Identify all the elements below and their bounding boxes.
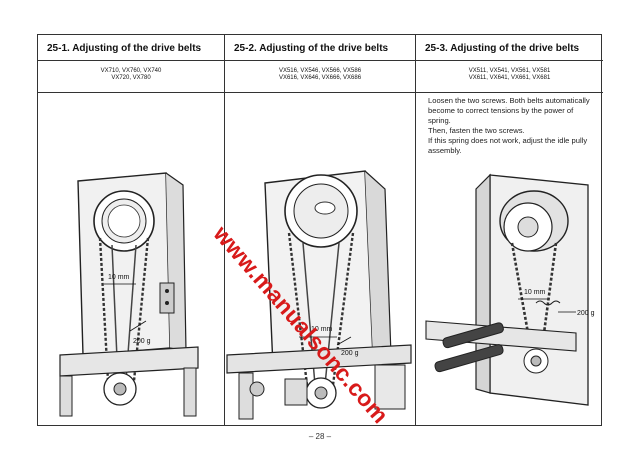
instruction-step: Loosen the two screws. Both belts automa… bbox=[428, 96, 590, 125]
page-number: – 28 – bbox=[308, 432, 332, 441]
figure-area: 10 mm 200 g bbox=[225, 93, 415, 425]
figure-area: Loosen the two screws. Both belts automa… bbox=[416, 93, 603, 425]
section-title: 25-2. Adjusting of the drive belts bbox=[225, 35, 415, 61]
instruction-step: If this spring does not work, adjust the… bbox=[428, 136, 588, 155]
model-line: VX710, VX760, VX740 bbox=[100, 68, 162, 74]
section-title: 25-1. Adjusting of the drive belts bbox=[38, 35, 224, 61]
model-line: VX516, VX546, VX566, VX586 bbox=[278, 68, 362, 74]
section-25-1: 25-1. Adjusting of the drive belts VX710… bbox=[38, 35, 225, 425]
machine-drawing-1: 10 mm 200 g bbox=[59, 172, 199, 417]
machine-drawing-3: 10 mm 200 g bbox=[425, 173, 595, 406]
model-list: VX511, VX541, VX561, VX581 VX611, VX641,… bbox=[416, 61, 603, 93]
model-line: VX720, VX780 bbox=[111, 75, 151, 81]
instruction-step: Then, fasten the two screws. bbox=[428, 126, 525, 135]
machine-drawing-2: 10 mm 200 g bbox=[226, 170, 412, 420]
model-line: VX611, VX641, VX661, VX681 bbox=[468, 75, 551, 81]
model-list: VX516, VX546, VX566, VX586 VX616, VX646,… bbox=[225, 61, 415, 93]
tension-label: 200 g bbox=[341, 350, 359, 357]
distance-label: 10 mm bbox=[108, 274, 130, 281]
tension-label: 200 g bbox=[577, 310, 595, 317]
section-25-2: 25-2. Adjusting of the drive belts VX516… bbox=[225, 35, 416, 425]
distance-label: 10 mm bbox=[524, 289, 546, 296]
model-line: VX511, VX541, VX561, VX581 bbox=[468, 68, 551, 74]
section-25-3: 25-3. Adjusting of the drive belts VX511… bbox=[416, 35, 603, 425]
three-column-grid: 25-1. Adjusting of the drive belts VX710… bbox=[37, 34, 603, 426]
model-line: VX616, VX646, VX666, VX686 bbox=[278, 75, 362, 81]
model-list: VX710, VX760, VX740 VX720, VX780 bbox=[38, 61, 224, 93]
instructions: Loosen the two screws. Both belts automa… bbox=[428, 96, 596, 156]
figure-area: 10 mm 200 g bbox=[38, 93, 224, 425]
section-title: 25-3. Adjusting of the drive belts bbox=[416, 35, 603, 61]
tension-label: 200 g bbox=[133, 338, 151, 345]
distance-label: 10 mm bbox=[311, 326, 333, 333]
